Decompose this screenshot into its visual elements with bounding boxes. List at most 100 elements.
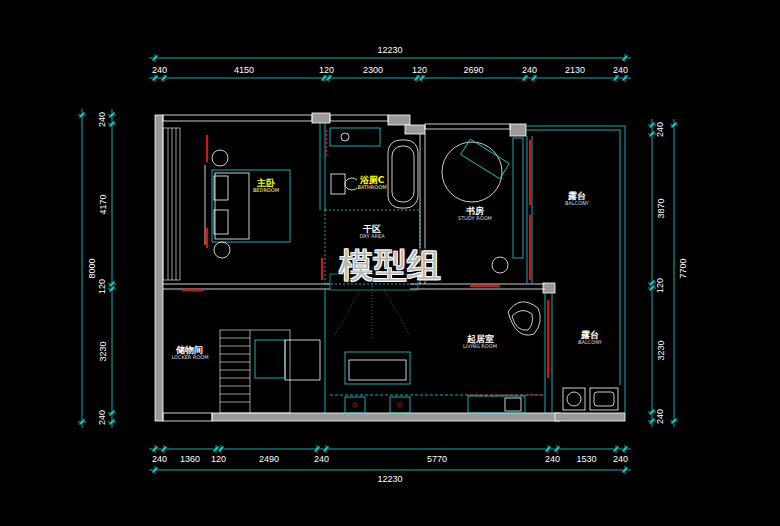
wall-outline: [163, 289, 330, 290]
living-furniture: [255, 302, 540, 413]
bathroom-fixture: [388, 140, 418, 208]
stairs: [220, 338, 250, 339]
room-label: 露台BALCONY: [564, 191, 590, 207]
study-furniture: [513, 138, 523, 258]
stairs: [250, 330, 251, 413]
dimension-line: [315, 447, 320, 452]
room-name: 露台: [577, 330, 603, 340]
dimension-line: [162, 76, 167, 81]
dimension-line: [674, 119, 675, 427]
dimension-value: 12230: [376, 46, 403, 55]
door-mark: [321, 258, 323, 280]
dimension-value: 240: [151, 66, 168, 75]
living-furniture: [353, 403, 357, 407]
room-name: 主卧: [252, 178, 280, 188]
wardrobe: [163, 128, 180, 280]
bed: [214, 242, 230, 258]
dimension-value: 2300: [362, 66, 384, 75]
bathroom-fixture: [330, 128, 418, 208]
room-name-english: DRY AREA: [358, 234, 385, 240]
bathroom-fixture: [392, 146, 414, 202]
stairs: [220, 362, 250, 363]
stairs: [220, 346, 250, 347]
dimension-value: 3230: [657, 339, 666, 361]
stairs: [220, 386, 250, 387]
dimension-line: [153, 468, 158, 473]
dimension-line: [110, 113, 115, 118]
bathroom-fixture: [330, 128, 380, 146]
stairs: [220, 330, 290, 413]
wall: [155, 115, 163, 421]
room-label: 储物间LOCKER ROOM: [170, 345, 209, 361]
room-label: 露台BALCONY: [577, 330, 603, 346]
balcony-fixture: [594, 392, 614, 406]
door-mark: [206, 135, 208, 162]
wall-outline: [425, 124, 510, 129]
dimension-line: [415, 76, 420, 81]
living-furniture: [468, 396, 525, 413]
room-name: 起居室: [462, 334, 498, 344]
room-name: 干区: [358, 224, 385, 234]
dimension-value: 240: [151, 455, 168, 464]
room-name: 书房: [457, 206, 493, 216]
wall-outline: [163, 284, 330, 285]
dimension-value: 240: [99, 409, 108, 426]
interior-line: [320, 123, 321, 210]
stairs: [220, 370, 250, 371]
dimension-line: [672, 419, 677, 424]
dimension-value: 4170: [99, 193, 108, 215]
interior-line: [545, 293, 546, 413]
wardrobe: [168, 128, 169, 280]
dimension-value: 2690: [462, 66, 484, 75]
dimension-value: 4150: [233, 66, 255, 75]
study-furniture: [442, 138, 523, 273]
dimension-value: 7700: [679, 257, 688, 279]
door-mark: [325, 130, 327, 158]
dimension-value: 12230: [376, 475, 403, 484]
dimension-line: [153, 447, 158, 452]
wall-outline: [163, 115, 545, 421]
dimension-line: [623, 56, 628, 61]
dimension-line: [623, 468, 628, 473]
dimension-value: 120: [99, 278, 108, 295]
dimension-value: 2130: [564, 66, 586, 75]
wall: [543, 283, 555, 293]
dimension-line: [149, 78, 631, 79]
living-furniture: [508, 302, 540, 335]
dimension-line: [555, 447, 560, 452]
dimension-line: [672, 123, 677, 128]
dimension-line: [650, 286, 655, 291]
door-mark: [206, 228, 208, 248]
dimension-line: [149, 470, 631, 471]
interior-line: [527, 136, 528, 283]
interior-line: [620, 130, 621, 385]
dimension-line: [650, 419, 655, 424]
dimension-value: 3870: [657, 197, 666, 219]
room-label: 主卧BEDROOM: [252, 178, 280, 194]
dimension-value: 240: [99, 111, 108, 128]
watermark: 模型组: [337, 248, 443, 282]
dimension-line: [322, 76, 327, 81]
wall-outline: [410, 284, 545, 285]
room-label: 浴厕CBATHROOM: [357, 175, 388, 191]
dimension-line: [614, 447, 619, 452]
living-furniture: [349, 360, 406, 380]
dimension-value: 2490: [258, 455, 280, 464]
wardrobe: [176, 128, 177, 280]
dimension-line: [153, 76, 158, 81]
dimension-line: [110, 282, 115, 287]
door-mark: [529, 215, 531, 280]
dimension-line: [110, 420, 115, 425]
balcony-fixture: [563, 388, 618, 410]
dimension-value: 120: [318, 66, 335, 75]
dimension-line: [112, 109, 113, 428]
dimension-value: 240: [544, 455, 561, 464]
balcony-fixture: [563, 388, 585, 410]
dimension-line: [110, 287, 115, 292]
interior-line: [532, 136, 533, 283]
interior-line: [330, 395, 545, 396]
dimension-line: [327, 76, 332, 81]
interior-line: [320, 123, 625, 413]
bed: [215, 173, 249, 239]
